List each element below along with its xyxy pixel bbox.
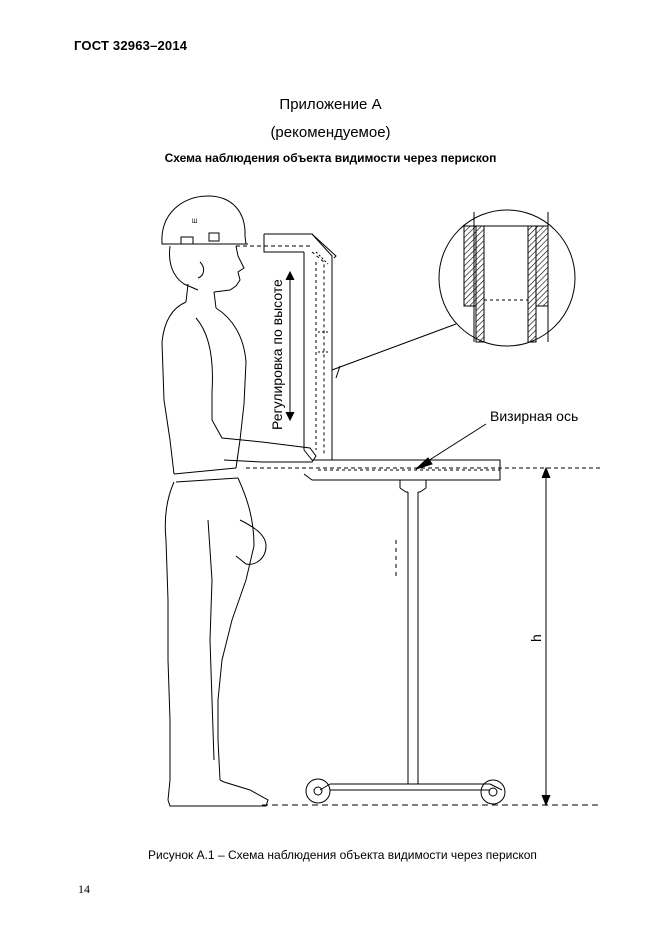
sight-axis-label: Визирная ось [490, 408, 578, 424]
height-adjust-label: Регулировка по высоте [269, 279, 285, 430]
figure-caption: Рисунок А.1 – Схема наблюдения объекта в… [148, 848, 537, 862]
appendix-status: (рекомендуемое) [270, 124, 391, 141]
height-dimension [541, 466, 551, 807]
standard-code: ГОСТ 32963–2014 [74, 38, 188, 53]
sight-axis-arrow [415, 423, 487, 470]
height-label: h [528, 634, 544, 642]
periscope [263, 233, 501, 481]
helmet-mark: Ш [192, 219, 198, 225]
scheme-title: Схема наблюдения объекта видимости через… [164, 151, 497, 165]
page-number: 14 [78, 882, 90, 896]
person-figure [161, 195, 317, 807]
detail-circle [331, 209, 576, 379]
sight-lines [236, 245, 600, 469]
height-adjust-arrow [285, 270, 295, 422]
stand [305, 479, 506, 805]
appendix-title: Приложение А [279, 96, 382, 113]
